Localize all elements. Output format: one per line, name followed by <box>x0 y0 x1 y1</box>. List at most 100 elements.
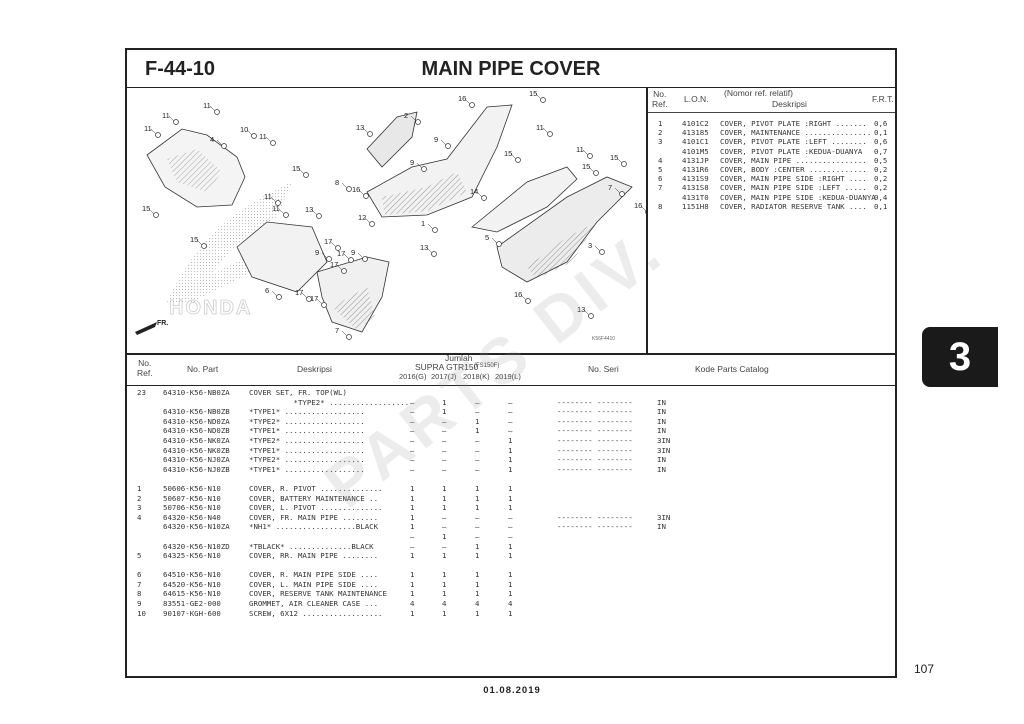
quantity-cell: 1 <box>442 608 447 618</box>
section-tab[interactable]: 3 <box>922 327 998 387</box>
callout-label: 11 <box>272 204 280 213</box>
quantity-cell: 1 <box>442 551 447 561</box>
ref-cell: 8 <box>137 589 142 599</box>
part-number-cell: 64320-K56-N40 <box>163 512 221 522</box>
ref-cell: 2 <box>137 493 142 503</box>
quantity-cell: – <box>410 416 415 426</box>
quantity-cell: – <box>508 416 513 426</box>
leader-line <box>311 209 318 216</box>
serial-cell: -------- -------- <box>557 435 633 445</box>
title-row: F-44-10 MAIN PIPE COVER <box>127 50 895 88</box>
header-catalog: Kode Parts Catalog <box>695 364 769 374</box>
table-row: 64310-K56-NK0ZB*TYPE1* .................… <box>127 446 895 456</box>
fastener-icon <box>341 268 347 274</box>
callout-label: 17 <box>295 288 303 297</box>
callout-label: 13 <box>356 123 364 132</box>
leader-line <box>265 136 272 143</box>
fastener-icon <box>547 131 553 137</box>
fastener-icon <box>346 334 352 340</box>
leader-line <box>510 153 517 160</box>
fastener-icon <box>155 132 161 138</box>
quantity-cell: 1 <box>410 570 415 580</box>
fastener-icon <box>593 170 599 176</box>
header-jumlah: Jumlah <box>445 353 473 363</box>
quantity-cell: 1 <box>475 608 480 618</box>
part-1-2-main-pipe-cover <box>366 104 513 218</box>
quantity-cell: – <box>508 531 513 541</box>
callout-label: 14 <box>470 187 478 196</box>
serial-cell: -------- -------- <box>557 445 633 455</box>
quantity-cell: – <box>475 407 480 417</box>
print-date: 01.08.2019 <box>483 685 541 696</box>
callout-label: 15 <box>610 153 618 162</box>
callout-label: 9 <box>315 248 319 257</box>
ref-cell: 6 <box>658 174 663 184</box>
quantity-cell: 1 <box>475 416 480 426</box>
quantity-cell: 1 <box>442 570 447 580</box>
lon-cell: 4131T0 <box>682 192 709 202</box>
quantity-cell: – <box>410 445 415 455</box>
quantity-cell: – <box>475 531 480 541</box>
frt-cell: 0,1 <box>874 128 888 138</box>
leader-line <box>583 309 590 316</box>
leader-line <box>440 139 447 146</box>
quantity-cell: 1 <box>475 503 480 513</box>
table-row: –1–– <box>127 532 895 542</box>
catalog-frame: F-44-10 MAIN PIPE COVER HONDA <box>125 48 897 678</box>
lon-cell: 4131S9 <box>682 174 709 184</box>
header-ref: No. Ref. <box>137 358 153 378</box>
page-number: 107 <box>914 662 935 676</box>
callout-label: 11 <box>259 132 267 141</box>
description-cell: *TBLACK* ..............BLACK <box>249 541 374 551</box>
leader-line <box>316 298 323 305</box>
leader-line <box>216 139 223 146</box>
header-desc: Deskripsi <box>772 99 807 109</box>
quantity-cell: – <box>410 455 415 465</box>
lon-row: 4131T0 COVER, MAIN PIPE SIDE :KEDUA-DUANY… <box>648 193 895 202</box>
ref-cell: 1 <box>137 483 142 493</box>
callout-label: 16 <box>514 290 522 299</box>
ref-cell: 23 <box>137 388 146 397</box>
callout-label: 15 <box>142 204 150 213</box>
quantity-cell: 1 <box>410 551 415 561</box>
header-part: No. Part <box>187 364 219 374</box>
desc-cell: COVER, MAIN PIPE SIDE :KEDUA-DUANYA <box>720 192 876 202</box>
fastener-icon <box>588 313 594 319</box>
quantity-cell: 1 <box>410 589 415 599</box>
table-row: 64310-K56-ND0ZB*TYPE1* .................… <box>127 426 895 436</box>
leader-line <box>341 330 348 337</box>
fastener-icon <box>621 161 627 167</box>
quantity-cell: – <box>442 512 447 522</box>
description-cell: *TYPE2* .................. <box>249 397 410 407</box>
fastener-icon <box>515 157 521 163</box>
callout-label: 9 <box>410 158 414 167</box>
quantity-cell: 1 <box>508 464 513 474</box>
quantity-cell: 1 <box>475 426 480 436</box>
callout-label: 16 <box>458 94 466 103</box>
fastener-icon <box>369 221 375 227</box>
quantity-cell: – <box>442 455 447 465</box>
callout-label: 11 <box>264 192 272 201</box>
quantity-cell: – <box>475 397 480 407</box>
leader-line <box>343 253 350 260</box>
callout-label: 15 <box>529 89 537 98</box>
quantity-cell: – <box>508 512 513 522</box>
quantity-cell: 1 <box>508 503 513 513</box>
leader-line <box>520 294 527 301</box>
lon-cell: 413185 <box>682 128 709 138</box>
lon-cell: 4101C2 <box>682 119 709 128</box>
part-number-cell: 64320-K56-N10ZA <box>163 522 230 532</box>
part-number-cell: 64310-K56-NK0ZA <box>163 435 230 445</box>
catalog-code-cell: IN <box>657 426 666 436</box>
description-cell: COVER, R. MAIN PIPE SIDE .... <box>249 570 379 580</box>
leader-line <box>301 292 308 299</box>
fastener-icon <box>445 143 451 149</box>
